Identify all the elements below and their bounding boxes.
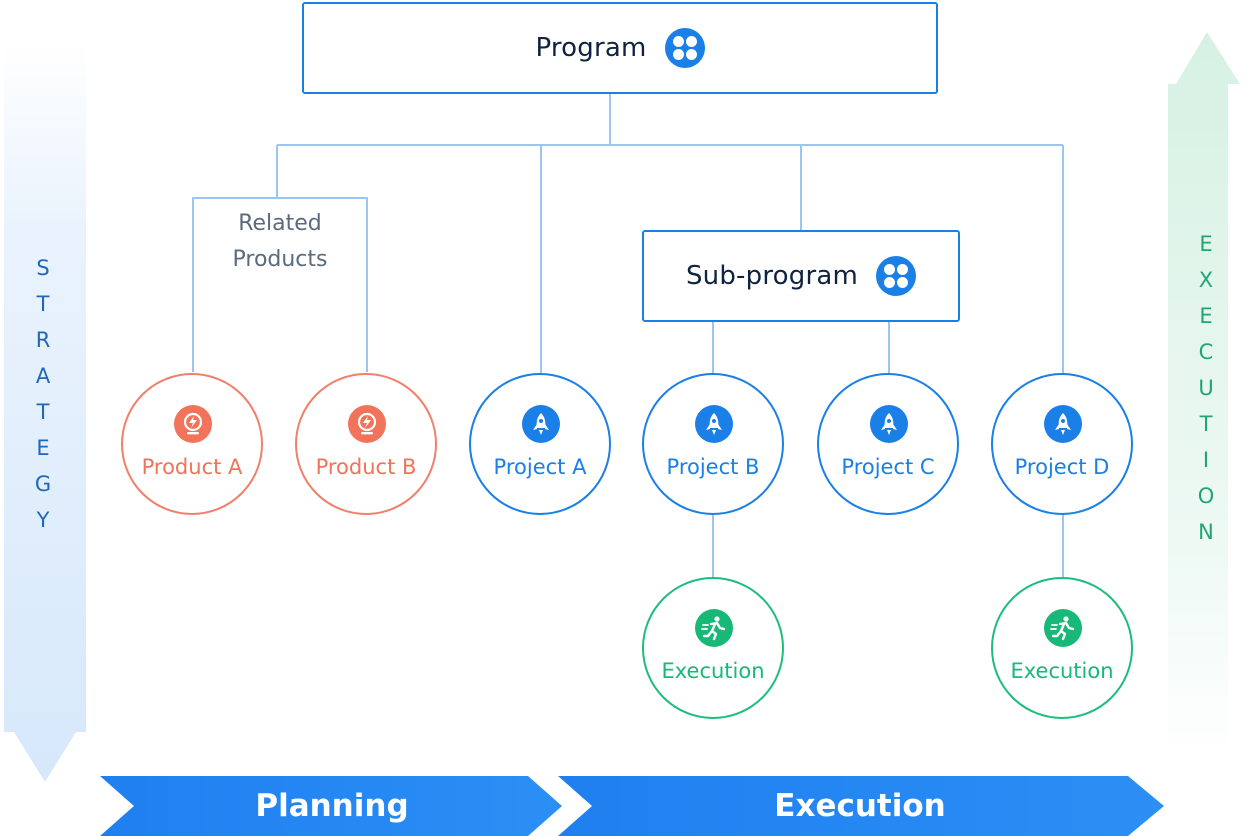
strategy-axis-label: S T R A T E G Y <box>34 256 52 532</box>
execution-arrow <box>1168 32 1240 762</box>
grid-circles-icon <box>876 256 917 296</box>
strategy-arrow <box>4 40 86 782</box>
product-b-node[interactable]: Product B <box>295 373 437 515</box>
rocket-icon <box>870 405 908 443</box>
runner-icon <box>1044 609 1082 647</box>
project-d-node[interactable]: Project D <box>991 373 1133 515</box>
related-products-label: Related Products <box>232 211 328 272</box>
product-a-node[interactable]: Product A <box>121 373 263 515</box>
execution-b-node[interactable]: Execution <box>642 577 784 719</box>
runner-icon <box>695 609 733 647</box>
sub-program-box[interactable]: Sub-program <box>642 230 960 322</box>
connector-lines <box>192 93 1064 577</box>
rocket-icon <box>695 405 733 443</box>
program-label: Program <box>535 33 647 63</box>
grid-circles-icon <box>664 28 705 68</box>
project-b-node[interactable]: Project B <box>642 373 784 515</box>
planning-band <box>100 776 562 836</box>
planning-band-label: Planning <box>255 788 409 824</box>
execution-band-label: Execution <box>774 788 946 824</box>
sub-program-label: Sub-program <box>685 261 859 291</box>
execution-axis-label: E X E C U T I O N <box>1197 232 1215 544</box>
lightning-bulb-icon <box>174 405 212 443</box>
project-a-node[interactable]: Project A <box>469 373 611 515</box>
program-box[interactable]: Program <box>302 2 938 94</box>
execution-d-node[interactable]: Execution <box>991 577 1133 719</box>
execution-band <box>558 776 1164 836</box>
project-c-node[interactable]: Project C <box>817 373 959 515</box>
rocket-icon <box>1044 405 1082 443</box>
rocket-icon <box>522 405 560 443</box>
lightning-bulb-icon <box>348 405 386 443</box>
